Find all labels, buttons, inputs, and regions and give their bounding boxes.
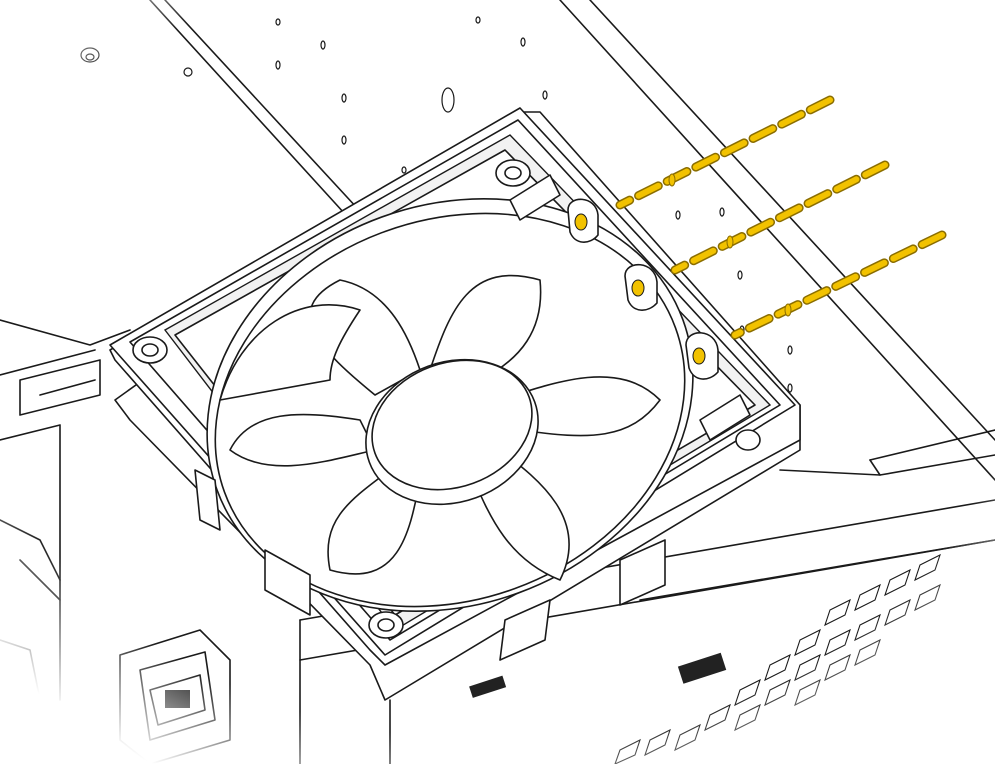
edge-vignette: [0, 0, 995, 764]
fan-install-diagram: [0, 0, 995, 764]
diagram-canvas: [0, 0, 995, 764]
